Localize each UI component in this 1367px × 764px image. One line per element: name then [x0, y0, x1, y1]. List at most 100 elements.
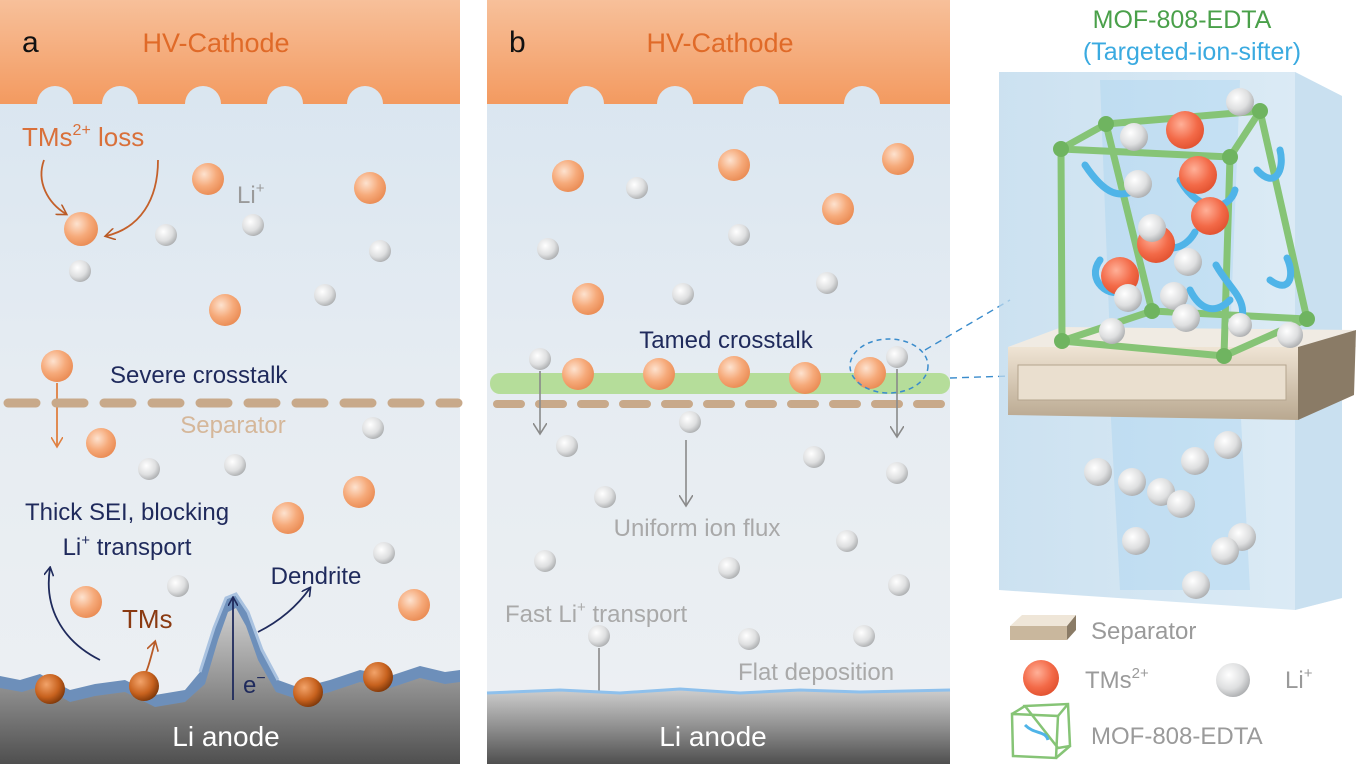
tm-ion — [854, 357, 886, 389]
zoom-connector-top — [924, 299, 1011, 351]
mof-title: MOF-808-EDTA — [1093, 6, 1272, 34]
panel-a-ions-upper — [64, 163, 391, 326]
tm-ion — [209, 294, 241, 326]
sei-label-line1: Thick SEI, blocking — [25, 499, 229, 526]
panel-a-cathode-label: HV-Cathode — [142, 28, 289, 58]
li-ion — [242, 214, 264, 236]
panel-b-anode — [486, 687, 951, 764]
trapped-tm-ions — [562, 356, 886, 394]
tm-deposit — [363, 662, 393, 692]
panel-b-cathode-label: HV-Cathode — [646, 28, 793, 58]
tm-deposit — [129, 671, 159, 701]
dendrite-label: Dendrite — [271, 563, 362, 590]
tm-ion — [882, 143, 914, 175]
tm-ion — [354, 172, 386, 204]
panel-b: b HV-Cathode Tamed crosstalk — [486, 0, 951, 764]
legend-tms-icon — [1023, 660, 1059, 696]
li-ion-label: Li+ — [237, 180, 265, 209]
tms-label: TMs — [122, 604, 173, 634]
tm-ion — [789, 362, 821, 394]
legend-separator-label: Separator — [1091, 618, 1196, 645]
panel-a-ions-lower — [70, 417, 430, 621]
panel-b-letter: b — [509, 26, 526, 59]
tm-ion — [552, 160, 584, 192]
tm-ion — [718, 356, 750, 388]
li-ion — [167, 575, 189, 597]
li-ion — [69, 260, 91, 282]
tm-ion — [398, 589, 430, 621]
li-ion — [362, 417, 384, 439]
tm-ion — [192, 163, 224, 195]
li-ion — [718, 557, 740, 579]
panel-b-anode-label: Li anode — [659, 721, 766, 752]
tm-deposit — [293, 677, 323, 707]
tms-loss-arrow-left — [40, 159, 66, 214]
sei-label-line2: Li+ transport — [63, 532, 192, 561]
uniform-flux-label: Uniform ion flux — [614, 515, 781, 542]
tm-ion — [70, 586, 102, 618]
tm-ion — [86, 428, 116, 458]
li-ion — [626, 177, 648, 199]
legend-li-label: Li+ — [1285, 665, 1313, 694]
li-ion — [224, 454, 246, 476]
mof-cage — [1053, 88, 1315, 364]
panel-a-cathode — [0, 0, 460, 104]
li-ion — [556, 435, 578, 457]
li-ion — [803, 446, 825, 468]
panel-c-li-below — [1084, 431, 1256, 599]
tm-ion — [718, 149, 750, 181]
panel-b-ions-upper — [537, 143, 914, 315]
panel-a-anode — [0, 592, 460, 764]
li-ion — [853, 625, 875, 647]
electron-label: e− — [243, 670, 266, 699]
tm-captured — [1191, 197, 1229, 235]
li-ion — [373, 542, 395, 564]
tm-ion — [64, 212, 98, 246]
li-ion — [534, 550, 556, 572]
zoom-circle — [849, 338, 929, 394]
tm-ion — [822, 193, 854, 225]
tms-loss-arrow-right — [106, 159, 159, 236]
li-ion — [836, 530, 858, 552]
li-ion — [537, 238, 559, 260]
panel-b-ions-lower — [534, 411, 910, 650]
mof-subtitle: (Targeted-ion-sifter) — [1083, 38, 1301, 66]
legend-tms-label: TMs2+ — [1085, 665, 1149, 694]
tamed-crosstalk-label: Tamed crosstalk — [639, 327, 813, 354]
panel-a: a HV-Cathode TMs2+ loss Li+ Severe cross… — [0, 0, 463, 764]
li-ion — [672, 283, 694, 305]
li-ion — [886, 346, 908, 368]
li-ion — [369, 240, 391, 262]
tm-captured — [1179, 156, 1217, 194]
dendrite-arrow — [257, 588, 310, 633]
li-ion — [728, 224, 750, 246]
legend: Separator TMs2+ Li+ MOF-808-EDTA — [1010, 615, 1313, 760]
li-ion — [888, 574, 910, 596]
tm-ion — [643, 358, 675, 390]
severe-crosstalk-label: Severe crosstalk — [110, 362, 288, 389]
separator-label: Separator — [180, 412, 285, 439]
li-ion — [138, 458, 160, 480]
li-ion — [314, 284, 336, 306]
li-ion — [886, 462, 908, 484]
legend-mof-label: MOF-808-EDTA — [1091, 723, 1263, 750]
li-ion — [816, 272, 838, 294]
li-ion — [588, 625, 610, 647]
panel-b-cathode — [487, 0, 950, 104]
panel-a-letter: a — [22, 26, 39, 59]
tm-ion — [572, 283, 604, 315]
panel-a-anode-label: Li anode — [172, 721, 279, 752]
tm-ion — [562, 358, 594, 390]
legend-mof-icon — [1010, 702, 1072, 760]
tm-ion — [272, 502, 304, 534]
tm-ion — [343, 476, 375, 508]
li-ion — [529, 348, 551, 370]
tm-ion — [41, 350, 73, 382]
tms-loss-label: TMs2+ loss — [22, 122, 144, 152]
li-ion — [594, 486, 616, 508]
flat-deposition-label: Flat deposition — [738, 659, 894, 686]
filter-band — [490, 373, 950, 394]
tm-deposit — [35, 674, 65, 704]
li-ion — [738, 628, 760, 650]
